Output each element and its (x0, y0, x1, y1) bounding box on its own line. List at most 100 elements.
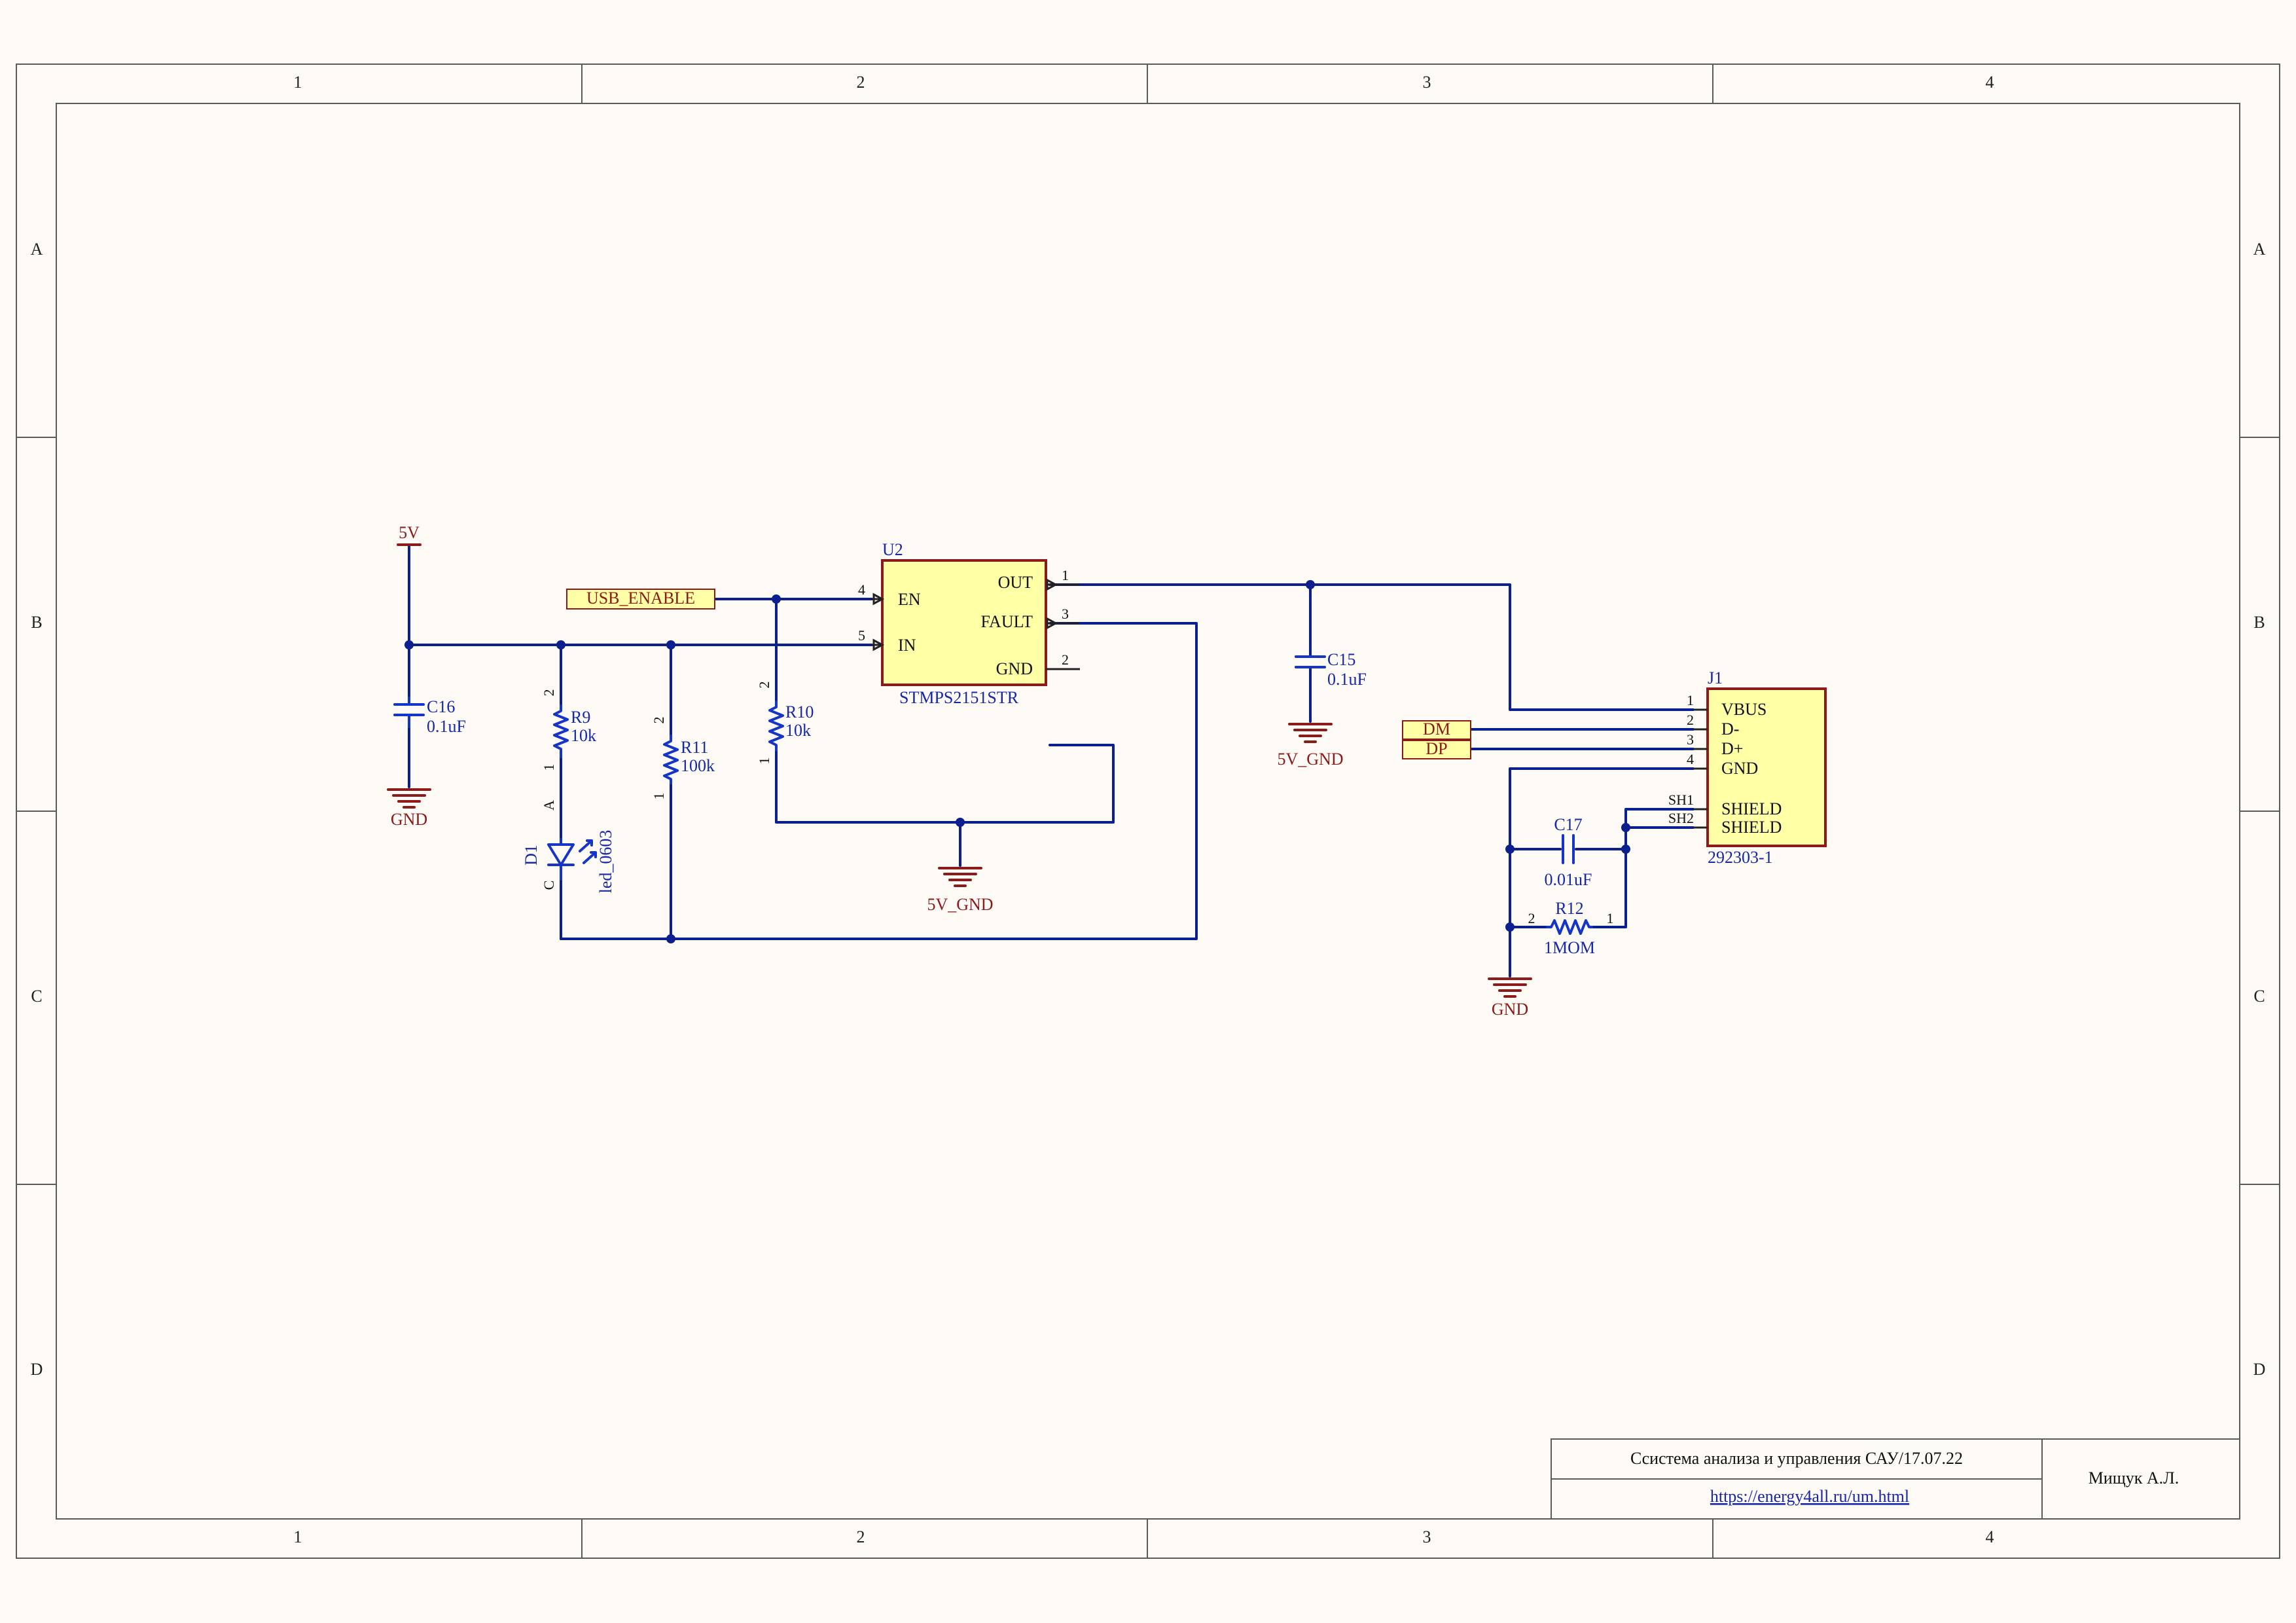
power-5v-label: 5V (399, 523, 420, 542)
junction (666, 640, 675, 649)
c17-value: 0.01uF (1545, 870, 1592, 889)
junction (772, 594, 781, 604)
r10-pin-2: 2 (756, 682, 772, 689)
zone-row-c-right: C (2253, 987, 2265, 1006)
j1-pin-shield1-label: SHIELD (1721, 799, 1782, 818)
zone-labels: 1 2 3 4 1 2 3 4 A B C D A B C D (31, 73, 2266, 1546)
j1-pin-dm-label: D- (1721, 720, 1739, 739)
j1-pin-3: 3 (1687, 731, 1694, 748)
zone-col-2-bottom: 2 (857, 1527, 865, 1546)
junction (666, 934, 675, 943)
capacitor-c16[interactable]: C16 0.1uF (393, 697, 466, 736)
zone-row-b-right: B (2253, 613, 2265, 632)
zone-col-4-top: 4 (1986, 73, 1994, 92)
junction (1621, 823, 1630, 832)
ground-c15[interactable]: 5V_GND (1277, 723, 1344, 769)
r12-pin-2: 2 (1528, 910, 1535, 926)
r12-designator: R12 (1555, 899, 1583, 918)
ground-c16-label: GND (391, 810, 427, 829)
junction (956, 818, 965, 827)
power-5v[interactable]: 5V (397, 523, 422, 546)
d1-pin-c: C (541, 881, 557, 890)
port-usb-enable[interactable]: USB_ENABLE (566, 589, 715, 610)
r11-pin-2: 2 (651, 717, 667, 724)
zone-row-a-left: A (31, 240, 43, 259)
port-dp[interactable]: DP (1402, 739, 1471, 759)
zone-col-1-top: 1 (294, 73, 302, 92)
capacitor-c15[interactable]: C15 0.1uF (1295, 650, 1367, 689)
r10-designator: R10 (785, 702, 814, 721)
u2-pin-out-label: OUT (998, 573, 1033, 592)
u2-pin-gnd-label: GND (996, 659, 1033, 678)
u2-pin-4: 4 (858, 581, 865, 598)
resistor-r10[interactable]: 2 1 R10 10k (756, 682, 814, 765)
d1-pin-a: A (541, 800, 557, 811)
u2-pin-1: 1 (1062, 567, 1069, 583)
u2-pin-2: 2 (1062, 651, 1069, 668)
port-dm-label: DM (1423, 720, 1450, 739)
resistor-r12[interactable]: 2 1 R12 1MOM (1528, 899, 1614, 957)
junction (1306, 580, 1315, 589)
j1-pin-gnd-label: GND (1721, 759, 1758, 778)
u2-pin-3: 3 (1062, 606, 1069, 622)
ground-c16[interactable]: GND (387, 788, 431, 829)
ground-c15-label: 5V_GND (1277, 750, 1343, 769)
capacitor-c17[interactable]: C17 0.01uF (1545, 815, 1592, 889)
ground-j1[interactable]: GND (1488, 977, 1532, 1019)
j1-designator: J1 (1708, 668, 1723, 687)
r12-value: 1MOM (1544, 938, 1595, 957)
title-block: Ссистема анализа и управления САУ/17.07.… (1551, 1438, 2240, 1520)
r11-value: 100k (681, 756, 715, 775)
zone-col-2-top: 2 (857, 73, 865, 92)
zone-row-b-left: B (31, 613, 42, 632)
j1-pin-shield2-label: SHIELD (1721, 818, 1782, 837)
title-block-url[interactable]: https://energy4all.ru/um.html (1710, 1487, 1909, 1506)
led-d1[interactable]: A C D1 led_0603 (522, 800, 615, 893)
u2-part: STMPS2151STR (899, 688, 1019, 707)
r9-value: 10k (571, 726, 596, 745)
j1-pin-sh2: SH2 (1668, 810, 1694, 826)
j1-pin-vbus-label: VBUS (1721, 700, 1767, 719)
r9-designator: R9 (571, 708, 590, 727)
sheet-frame (16, 64, 2280, 1559)
zone-row-d-right: D (2253, 1360, 2266, 1379)
connector-j1[interactable]: J1 292303-1 VBUS D- D+ GND SHIELD SHIELD… (1668, 668, 1827, 867)
zone-row-a-right: A (2253, 240, 2266, 259)
r9-pin-1: 1 (541, 764, 557, 771)
port-dm[interactable]: DM (1402, 720, 1471, 740)
c16-value: 0.1uF (427, 717, 466, 736)
r10-value: 10k (785, 721, 811, 740)
junction (1505, 922, 1515, 932)
u2-pin-5: 5 (858, 627, 865, 644)
title-block-author: Мищук А.Л. (2089, 1468, 2179, 1487)
c16-designator: C16 (427, 697, 455, 716)
j1-pin-sh1: SH1 (1668, 792, 1694, 808)
zone-row-c-left: C (31, 987, 42, 1006)
ground-u2[interactable]: 5V_GND (927, 867, 994, 914)
port-usb-enable-label: USB_ENABLE (586, 589, 695, 608)
c15-value: 0.1uF (1327, 670, 1367, 689)
zone-col-3-top: 3 (1423, 73, 1431, 92)
zone-col-3-bottom: 3 (1423, 1527, 1431, 1546)
u2-pin-fault-label: FAULT (981, 612, 1033, 631)
junctions (404, 580, 1630, 943)
zone-col-4-bottom: 4 (1986, 1527, 1994, 1546)
resistor-r11[interactable]: 2 1 R11 100k (651, 717, 715, 800)
junction (1505, 845, 1515, 854)
ground-u2-label: 5V_GND (927, 895, 993, 914)
r11-pin-1: 1 (651, 793, 667, 800)
wires (408, 543, 1695, 977)
title-block-title: Ссистема анализа и управления САУ/17.07.… (1630, 1449, 1963, 1468)
j1-pin-1: 1 (1687, 692, 1694, 708)
zone-col-1-bottom: 1 (294, 1527, 302, 1546)
j1-pin-4: 4 (1687, 751, 1694, 767)
u2-designator: U2 (882, 540, 903, 559)
r9-pin-2: 2 (541, 689, 557, 697)
u2-pin-in-label: IN (898, 636, 916, 655)
resistor-r9[interactable]: 2 1 R9 10k (541, 689, 596, 771)
ic-u2[interactable]: U2 STMPS2151STR EN IN OUT FAULT GND 4 5 … (858, 540, 1080, 707)
c17-designator: C17 (1554, 815, 1582, 834)
j1-pin-dp-label: D+ (1721, 739, 1743, 758)
r11-designator: R11 (681, 738, 708, 757)
